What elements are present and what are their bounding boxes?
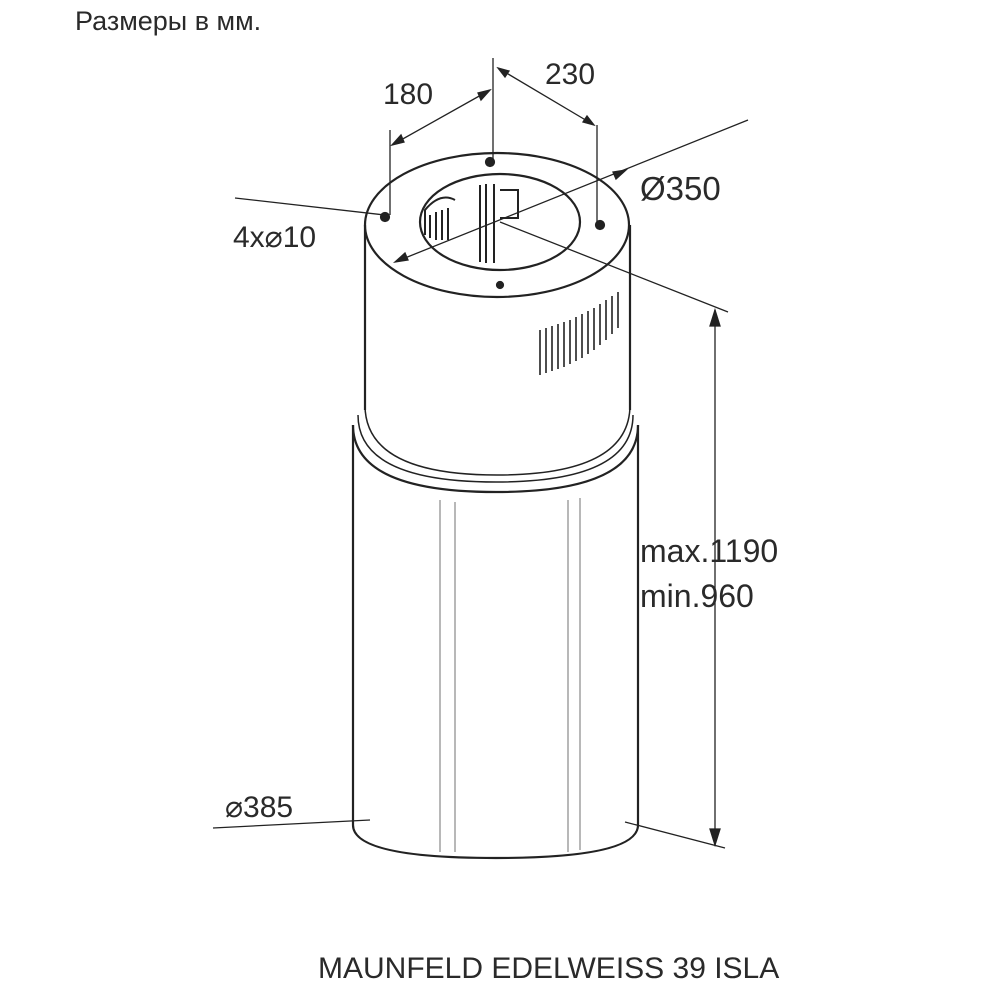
dimension-180: 180 bbox=[383, 78, 434, 111]
dimension-holes: 4x⌀10 bbox=[233, 221, 317, 254]
dimension-height-max: max.1190 bbox=[640, 533, 779, 569]
dimension-lines bbox=[212, 58, 749, 849]
units-note: Размеры в мм. bbox=[75, 6, 262, 36]
model-name: MAUNFELD EDELWEISS 39 ISLA bbox=[318, 952, 780, 985]
upper-cylinder bbox=[363, 151, 632, 476]
dimension-bottom-diameter: ⌀385 bbox=[225, 791, 294, 824]
dimension-230: 230 bbox=[545, 58, 596, 91]
lower-cylinder bbox=[351, 414, 640, 860]
dimension-height-min: min.960 bbox=[640, 578, 754, 614]
dimension-top-diameter: Ø350 bbox=[640, 170, 721, 207]
